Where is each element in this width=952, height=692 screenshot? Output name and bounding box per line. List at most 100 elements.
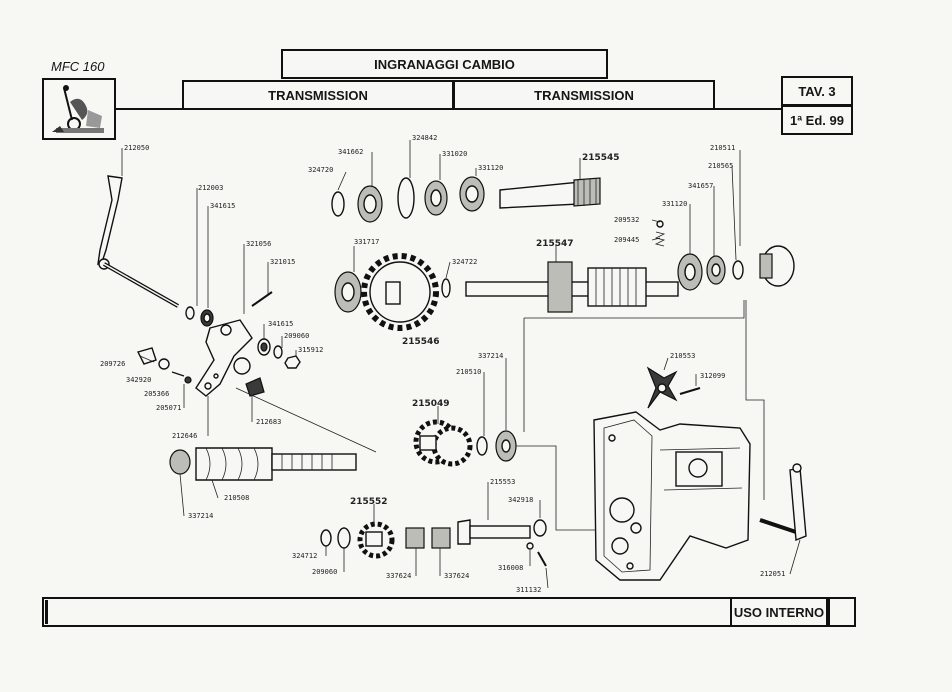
part-number: 215547 xyxy=(536,239,574,249)
part-number: 337214 xyxy=(188,512,213,520)
part-number: 215552 xyxy=(350,497,388,507)
header-divider xyxy=(116,108,853,110)
part-number: 342920 xyxy=(126,376,151,384)
part-number: 324720 xyxy=(308,166,333,174)
part-number: 215553 xyxy=(490,478,515,486)
part-number: 210565 xyxy=(708,162,733,170)
snap-ring-part xyxy=(397,177,415,219)
shift-lever xyxy=(646,366,678,409)
part-number: 212050 xyxy=(124,144,149,152)
washer-part xyxy=(526,542,534,550)
part-number: 341662 xyxy=(338,148,363,156)
knob-part xyxy=(245,377,265,397)
part-number: 331120 xyxy=(662,200,687,208)
part-number: 209726 xyxy=(100,360,125,368)
footer-marker xyxy=(45,600,48,624)
part-number: 331020 xyxy=(442,150,467,158)
part-number: 205366 xyxy=(144,390,169,398)
part-number: 209445 xyxy=(614,236,639,244)
circlip-part xyxy=(331,191,345,217)
drive-flange xyxy=(759,245,795,287)
part-number: 212683 xyxy=(256,418,281,426)
oring-part xyxy=(533,519,547,537)
part-number: 209532 xyxy=(614,216,639,224)
part-number: 212646 xyxy=(172,432,197,440)
reverse-crank xyxy=(759,463,807,542)
part-number: 210508 xyxy=(224,494,249,502)
part-number: 331717 xyxy=(354,238,379,246)
washer-part xyxy=(337,527,351,549)
part-number: 341615 xyxy=(268,320,293,328)
leader-lines xyxy=(121,140,801,589)
ball-part xyxy=(656,220,664,228)
part-number: 209060 xyxy=(312,568,337,576)
part-number: 324842 xyxy=(412,134,437,142)
part-number: 215049 xyxy=(412,399,450,409)
part-number: 337624 xyxy=(444,572,469,580)
cluster-gear xyxy=(413,419,473,467)
worm-shaft xyxy=(169,447,357,481)
footer-end-cell xyxy=(828,597,856,627)
screw-part xyxy=(679,387,701,395)
part-number: 321015 xyxy=(270,258,295,266)
assembly-line xyxy=(516,445,596,531)
part-number: 209060 xyxy=(284,332,309,340)
mower-logo-icon xyxy=(52,85,104,133)
circlip-part xyxy=(441,278,451,298)
washer-part xyxy=(273,345,283,359)
part-number: 337214 xyxy=(478,352,503,360)
cap-part xyxy=(136,347,157,365)
part-number: 205071 xyxy=(156,404,181,412)
internal-use-label: USO INTERNO xyxy=(730,597,828,627)
part-number: 331120 xyxy=(478,164,503,172)
logo-divider xyxy=(42,138,116,140)
page-title: INGRANAGGI CAMBIO xyxy=(281,49,608,79)
reverse-shaft xyxy=(457,519,531,545)
part-number-labels: 212050 212003 341615 321056 321015 34161… xyxy=(100,134,785,594)
part-number: 341657 xyxy=(688,182,713,190)
nut-part xyxy=(284,355,301,369)
needle-bearing xyxy=(405,527,425,549)
main-shaft xyxy=(465,261,679,313)
part-number: 215545 xyxy=(582,153,620,163)
pin-part xyxy=(251,291,273,307)
assembly-line xyxy=(235,387,377,453)
spring-part xyxy=(171,371,185,377)
part-number: 212051 xyxy=(760,570,785,578)
part-number: 324712 xyxy=(292,552,317,560)
needle-bearing xyxy=(431,527,451,549)
part-number: 321056 xyxy=(246,240,271,248)
oring-part xyxy=(158,358,170,370)
part-number: 312099 xyxy=(700,372,725,380)
selector-fork xyxy=(195,319,253,397)
part-number: 316008 xyxy=(498,564,523,572)
small-gear xyxy=(357,521,395,559)
assembly-line xyxy=(524,300,745,319)
model-code: MFC 160 xyxy=(51,59,105,74)
washer-part xyxy=(320,529,332,547)
bolt-part xyxy=(537,551,547,567)
part-number: 337624 xyxy=(386,572,411,580)
part-number: 341615 xyxy=(210,202,235,210)
part-number: 342918 xyxy=(508,496,533,504)
washer-part xyxy=(476,436,488,456)
input-shaft xyxy=(499,177,601,209)
part-number: 311132 xyxy=(516,586,541,594)
washer-part xyxy=(185,306,195,320)
gear-lever xyxy=(97,175,179,308)
large-gear xyxy=(361,253,439,331)
spring-part xyxy=(654,231,666,247)
part-number: 210553 xyxy=(670,352,695,360)
gearbox-housing xyxy=(593,411,751,581)
ball-part xyxy=(184,376,192,384)
part-number: 324722 xyxy=(452,258,477,266)
assembly-line xyxy=(745,300,765,500)
part-number: 210511 xyxy=(710,144,735,152)
part-number: 212003 xyxy=(198,184,223,192)
part-number: 215546 xyxy=(402,337,440,347)
edition-label: 1ª Ed. 99 xyxy=(781,105,853,135)
part-number: 315912 xyxy=(298,346,323,354)
circlip-part xyxy=(732,260,744,280)
part-number: 210510 xyxy=(456,368,481,376)
